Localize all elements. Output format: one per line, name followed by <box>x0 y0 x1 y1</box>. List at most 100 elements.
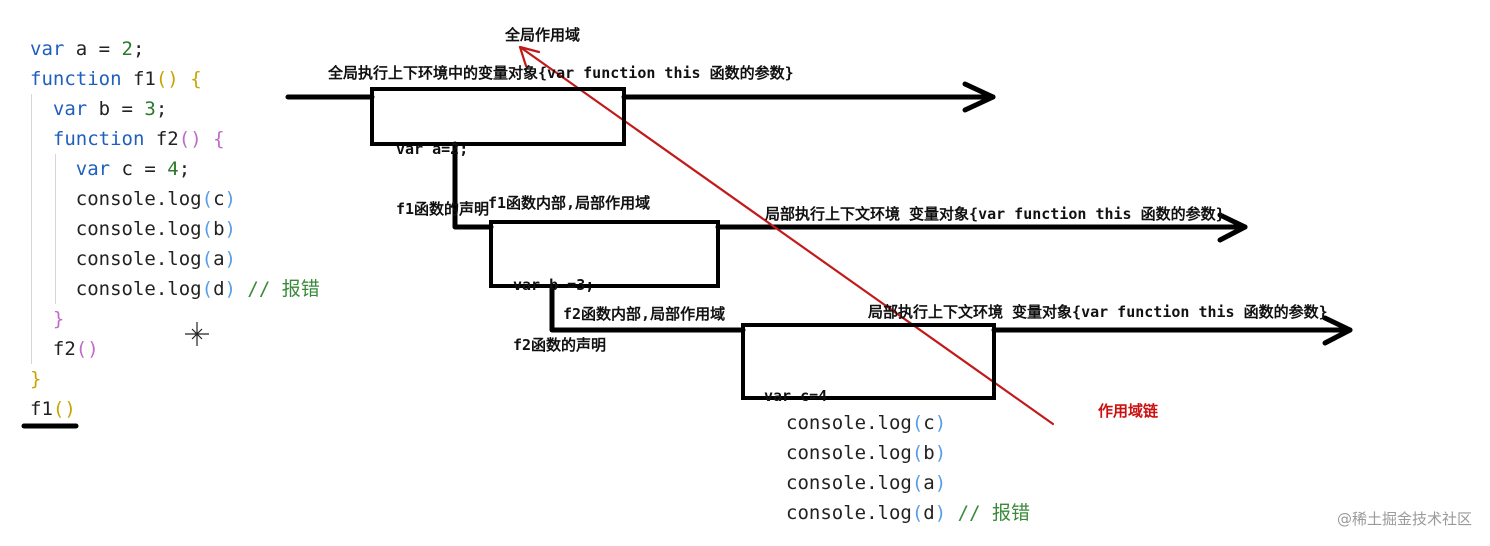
bottom-log-line: console.log(c) <box>786 408 1030 438</box>
scope-chain-arrow-head <box>518 45 541 68</box>
f1-box-text: var b =3; f2函数的声明 <box>513 235 606 395</box>
paren-close: ) <box>934 442 947 464</box>
paren-open: ( <box>75 338 88 360</box>
f1-scope-label: f1函数内部,局部作用域 <box>488 194 651 212</box>
code-line-12: } <box>30 364 320 394</box>
function-name: f2 <box>144 128 179 150</box>
console-call: console.log <box>786 502 912 524</box>
code-text: ; <box>155 98 168 120</box>
code-text: ; <box>178 158 191 180</box>
code-line-2: function f1() { <box>30 64 320 94</box>
console-call: console.log <box>75 278 202 300</box>
paren-open: ( <box>201 248 214 270</box>
paren-open: ( <box>201 278 214 300</box>
indent-guide-outer <box>31 94 32 364</box>
comment: // 报错 <box>235 278 320 300</box>
number: 2 <box>121 38 133 60</box>
code-line-8: console.log(a) <box>30 244 320 274</box>
bottom-log-line: console.log(a) <box>786 468 1030 498</box>
paren-open: ( <box>201 188 214 210</box>
console-call: console.log <box>786 412 912 434</box>
argument: d <box>923 502 935 524</box>
function-call: f2 <box>52 338 76 360</box>
global-scope-label: 全局作用域 <box>505 26 581 44</box>
code-line-6: console.log(c) <box>30 184 320 214</box>
code-text: c = <box>110 158 168 180</box>
brace-open: { <box>213 128 225 150</box>
code-line-11: f2() <box>30 334 320 364</box>
keyword: var <box>52 98 88 120</box>
brace-close: } <box>52 308 65 330</box>
argument: b <box>923 442 935 464</box>
f2-box-text: var c=4 <box>764 346 827 446</box>
brace-close: } <box>30 368 42 390</box>
number: 4 <box>167 158 179 180</box>
paren-close: ) <box>167 68 179 90</box>
console-call: console.log <box>75 248 202 270</box>
keyword: function <box>30 68 122 90</box>
code-text: ; <box>132 38 145 60</box>
paren-close: ) <box>224 248 236 270</box>
code-line-10: } <box>30 304 320 334</box>
global-box-text: var a=2; f1函数的声明 <box>396 99 489 259</box>
f1-box-line: var b =3; <box>513 276 595 294</box>
console-call: console.log <box>75 188 202 210</box>
argument: a <box>923 472 935 494</box>
global-box-line: var a=2; <box>396 140 469 158</box>
indent-guide-inner <box>55 154 56 304</box>
paren-open: ( <box>201 218 214 240</box>
code-text: b = <box>87 98 145 120</box>
code-line-3: var b = 3; <box>30 94 320 124</box>
watermark: @稀土掘金技术社区 <box>1336 510 1472 528</box>
keyword: function <box>52 128 145 150</box>
code-line-7: console.log(b) <box>30 214 320 244</box>
keyword: var <box>30 38 65 60</box>
code-line-9: console.log(d) // 报错 <box>30 274 320 304</box>
code-text: a = <box>64 38 122 60</box>
paren-close: ) <box>224 218 236 240</box>
code-line-1: var a = 2; <box>30 34 320 64</box>
global-context-label: 全局执行上下环境中的变量对象{var function this 函数的参数} <box>328 64 794 82</box>
paren-open: ( <box>911 412 924 434</box>
paren-open: ( <box>911 502 924 524</box>
code-line-5: var c = 4; <box>30 154 320 184</box>
f1-box-line: f2函数的声明 <box>513 336 607 354</box>
crosshair-cursor-icon <box>185 322 209 346</box>
global-arrow-head <box>962 81 996 113</box>
paren-close: ) <box>190 128 202 150</box>
f2-box-line: var c=4 <box>764 387 828 405</box>
paren-close: ) <box>934 502 947 524</box>
argument: b <box>213 218 225 240</box>
argument: a <box>213 248 225 270</box>
paren-open: ( <box>178 128 191 150</box>
console-call: console.log <box>786 472 912 494</box>
code-line-4: function f2() { <box>30 124 320 154</box>
console-call: console.log <box>75 218 202 240</box>
bottom-log-line: console.log(b) <box>786 438 1030 468</box>
bottom-log-line: console.log(d) // 报错 <box>786 498 1030 528</box>
paren-close: ) <box>934 412 947 434</box>
f2-connector <box>549 285 746 333</box>
paren-open: ( <box>911 442 924 464</box>
paren-close: ) <box>64 398 76 420</box>
f1-context-label: 局部执行上下文环境 变量对象{var function this 函数的参数} <box>765 205 1225 223</box>
comment: // 报错 <box>946 502 1030 524</box>
paren-open: ( <box>52 398 65 420</box>
scope-chain-arrow-line <box>518 45 1055 426</box>
paren-close: ) <box>224 278 236 300</box>
function-call: f1 <box>30 398 53 420</box>
argument: d <box>213 278 225 300</box>
f2-context-label: 局部执行上下文环境 变量对象{var function this 函数的参数} <box>868 303 1328 321</box>
scope-chain-label: 作用域链 <box>1098 402 1159 420</box>
argument: c <box>213 188 225 210</box>
global-variable-object-box <box>370 87 626 146</box>
paren-open: ( <box>911 472 924 494</box>
console-call: console.log <box>786 442 912 464</box>
f2-variable-object-box <box>741 323 996 400</box>
f1-connector <box>452 141 494 230</box>
code-line-13: f1() <box>30 394 320 424</box>
argument: c <box>923 412 935 434</box>
paren-open: ( <box>155 68 168 90</box>
